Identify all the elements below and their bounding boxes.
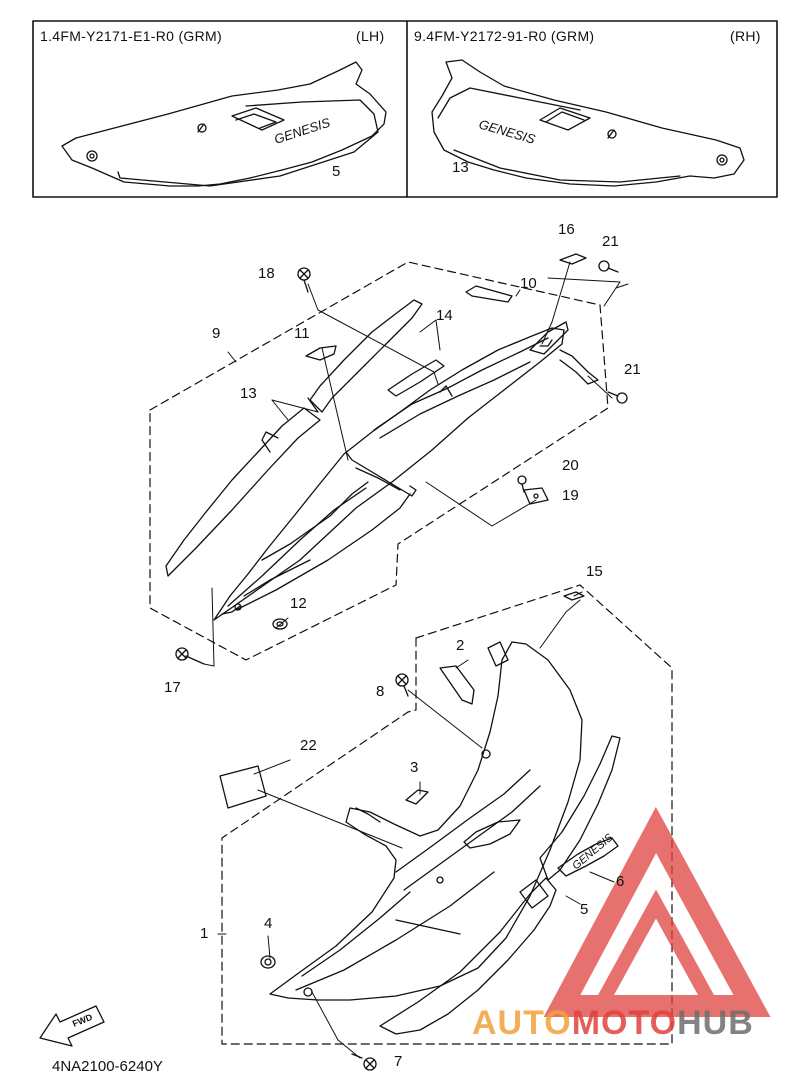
callout-20: 20 xyxy=(562,457,579,474)
callout-10: 10 xyxy=(520,275,537,292)
grommet-4 xyxy=(260,955,276,969)
bolt-8 xyxy=(395,673,409,697)
emblem-strip-14 xyxy=(387,359,445,397)
side-cover-assembly-outline xyxy=(221,584,673,1045)
screw-21-top xyxy=(598,260,619,273)
callout-14: 14 xyxy=(436,307,453,324)
tail-graphic-panel-13 xyxy=(165,299,423,577)
lh-side-label: (LH) xyxy=(356,28,385,44)
tail-cover-left xyxy=(213,327,599,621)
trim-strip-10 xyxy=(465,285,513,303)
callout-13-rh: 13 xyxy=(452,159,469,176)
watermark-hub: HUB xyxy=(677,1004,754,1042)
callout-7: 7 xyxy=(394,1053,403,1070)
callout-5-side: 5 xyxy=(580,901,589,918)
rh-part-number: 9.4FM-Y2172-91-R0 (GRM) xyxy=(414,28,595,44)
callout-12: 12 xyxy=(290,595,307,612)
tail-cover-assembly-outline xyxy=(149,261,609,661)
leader-lines-lower xyxy=(217,591,615,1059)
grommet-12 xyxy=(272,618,288,630)
watermark-moto: MOTO xyxy=(571,1004,678,1042)
diagram-code: 4NA2100-6240Y xyxy=(52,1058,163,1075)
rh-graphic-panel xyxy=(431,59,745,187)
callout-15: 15 xyxy=(586,563,603,580)
callout-1: 1 xyxy=(200,925,209,942)
callout-4: 4 xyxy=(264,915,273,932)
bolt-18 xyxy=(297,267,311,293)
bolt-17 xyxy=(175,647,205,665)
rh-emblem-text: GENESIS xyxy=(477,116,537,146)
callout-16: 16 xyxy=(558,221,575,238)
callout-22: 22 xyxy=(300,737,317,754)
screw-21-side xyxy=(607,391,628,404)
label-22 xyxy=(219,765,267,809)
graphics-header-box xyxy=(32,20,778,198)
cushion-3 xyxy=(405,789,429,805)
screw-7 xyxy=(351,1053,377,1071)
callout-11: 11 xyxy=(294,325,310,342)
callout-8: 8 xyxy=(376,683,385,700)
callout-17: 17 xyxy=(164,679,181,696)
side-graphic-panel-5 xyxy=(379,735,621,1035)
callout-18: 18 xyxy=(258,265,275,282)
cushion-pad-11 xyxy=(305,345,337,361)
side-cover-1 xyxy=(269,641,583,1001)
watermark-text: AUTOMOTOHUB xyxy=(472,1004,754,1043)
callout-2: 2 xyxy=(456,637,465,654)
callout-13-upper: 13 xyxy=(240,385,257,402)
cushion-2 xyxy=(439,665,475,705)
callout-5-lh: 5 xyxy=(332,163,341,180)
lh-part-number: 1.4FM-Y2171-E1-R0 (GRM) xyxy=(40,28,222,44)
forward-arrow-icon xyxy=(39,1005,105,1047)
callout-21-side: 21 xyxy=(624,361,641,378)
lh-graphic-panel xyxy=(61,61,387,187)
rh-side-label: (RH) xyxy=(730,28,761,44)
callout-21-top: 21 xyxy=(602,233,619,250)
callout-6: 6 xyxy=(616,873,625,890)
callout-9: 9 xyxy=(212,325,221,342)
callout-19: 19 xyxy=(562,487,579,504)
nut-19 xyxy=(523,487,549,505)
watermark-auto: AUTO xyxy=(472,1004,572,1042)
grommet-16 xyxy=(559,253,587,265)
watermark-logo-icon xyxy=(543,806,771,1017)
grommet-15 xyxy=(563,591,585,601)
callout-3: 3 xyxy=(410,759,419,776)
